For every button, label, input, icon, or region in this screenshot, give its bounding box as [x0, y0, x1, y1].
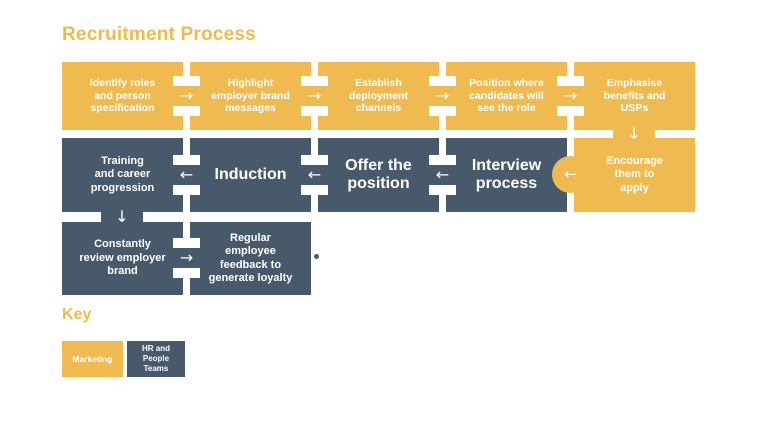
- arrow-left-icon: ←: [307, 165, 322, 184]
- connector-row1-3: →: [429, 76, 456, 116]
- connector-circle-left: ←: [552, 156, 589, 193]
- step-label: Emphasise benefits and USPs: [603, 76, 666, 115]
- arrow-left-icon: ←: [435, 165, 450, 184]
- step-encourage-apply: Encourage them to apply: [574, 138, 695, 212]
- connector-row2-2: ←: [301, 155, 328, 195]
- connector-row1-2: →: [301, 76, 328, 116]
- step-offer-position: Offer the position: [318, 138, 439, 212]
- page-title: Recruitment Process: [62, 24, 256, 45]
- step-label: Identify roles and person specification: [89, 76, 156, 115]
- step-label: Interview process: [471, 156, 542, 192]
- arrow-right-icon: →: [179, 86, 194, 105]
- step-label: Establish deployment channels: [349, 76, 408, 115]
- key-item-hr-people-teams: HR and People Teams: [127, 341, 185, 377]
- key-item-label: HR and People Teams: [142, 344, 170, 373]
- step-label: Highlight employer brand messages: [211, 76, 290, 115]
- step-emphasise-benefits: Emphasise benefits and USPs: [574, 62, 695, 130]
- connector-row3-1: →: [173, 238, 200, 278]
- step-establish-channels: Establish deployment channels: [318, 62, 439, 130]
- arrow-left-icon: ←: [179, 165, 194, 184]
- key-heading: Key: [62, 306, 92, 323]
- step-review-brand: Constantly review employer brand: [62, 222, 183, 295]
- arrow-down-icon: ↓: [115, 207, 129, 226]
- step-employee-feedback: Regular employee feedback to generate lo…: [190, 222, 311, 295]
- key-item-marketing: Marketing: [62, 341, 123, 377]
- arrow-left-icon: ←: [564, 165, 577, 183]
- trailing-dot: [314, 254, 319, 259]
- connector-row1-1: →: [173, 76, 200, 116]
- step-label: Constantly review employer brand: [79, 238, 166, 278]
- key-item-label: Marketing: [72, 353, 113, 364]
- step-position-role: Position where candidates will see the r…: [446, 62, 567, 130]
- step-highlight-brand: Highlight employer brand messages: [190, 62, 311, 130]
- arrow-right-icon: →: [435, 86, 450, 105]
- connector-down-left: ↓: [101, 204, 143, 230]
- step-label: Offer the position: [345, 156, 412, 192]
- step-label: Regular employee feedback to generate lo…: [208, 231, 293, 284]
- step-interview-process: Interview process: [446, 138, 567, 212]
- arrow-down-icon: ↓: [627, 124, 641, 143]
- step-training-career: Training and career progression: [62, 138, 183, 212]
- arrow-right-icon: →: [563, 86, 578, 105]
- step-label: Position where candidates will see the r…: [469, 76, 544, 115]
- arrow-right-icon: →: [307, 86, 322, 105]
- connector-row2-1: ←: [429, 155, 456, 195]
- arrow-right-icon: →: [179, 248, 194, 267]
- step-label: Induction: [214, 165, 287, 183]
- step-label: Training and career progression: [90, 154, 155, 194]
- connector-down-right: ↓: [613, 121, 655, 147]
- connector-row1-4: →: [557, 76, 584, 116]
- step-label: Encourage them to apply: [606, 154, 663, 194]
- step-induction: Induction: [190, 138, 311, 212]
- step-identify-roles: Identify roles and person specification: [62, 62, 183, 130]
- connector-row2-3: ←: [173, 155, 200, 195]
